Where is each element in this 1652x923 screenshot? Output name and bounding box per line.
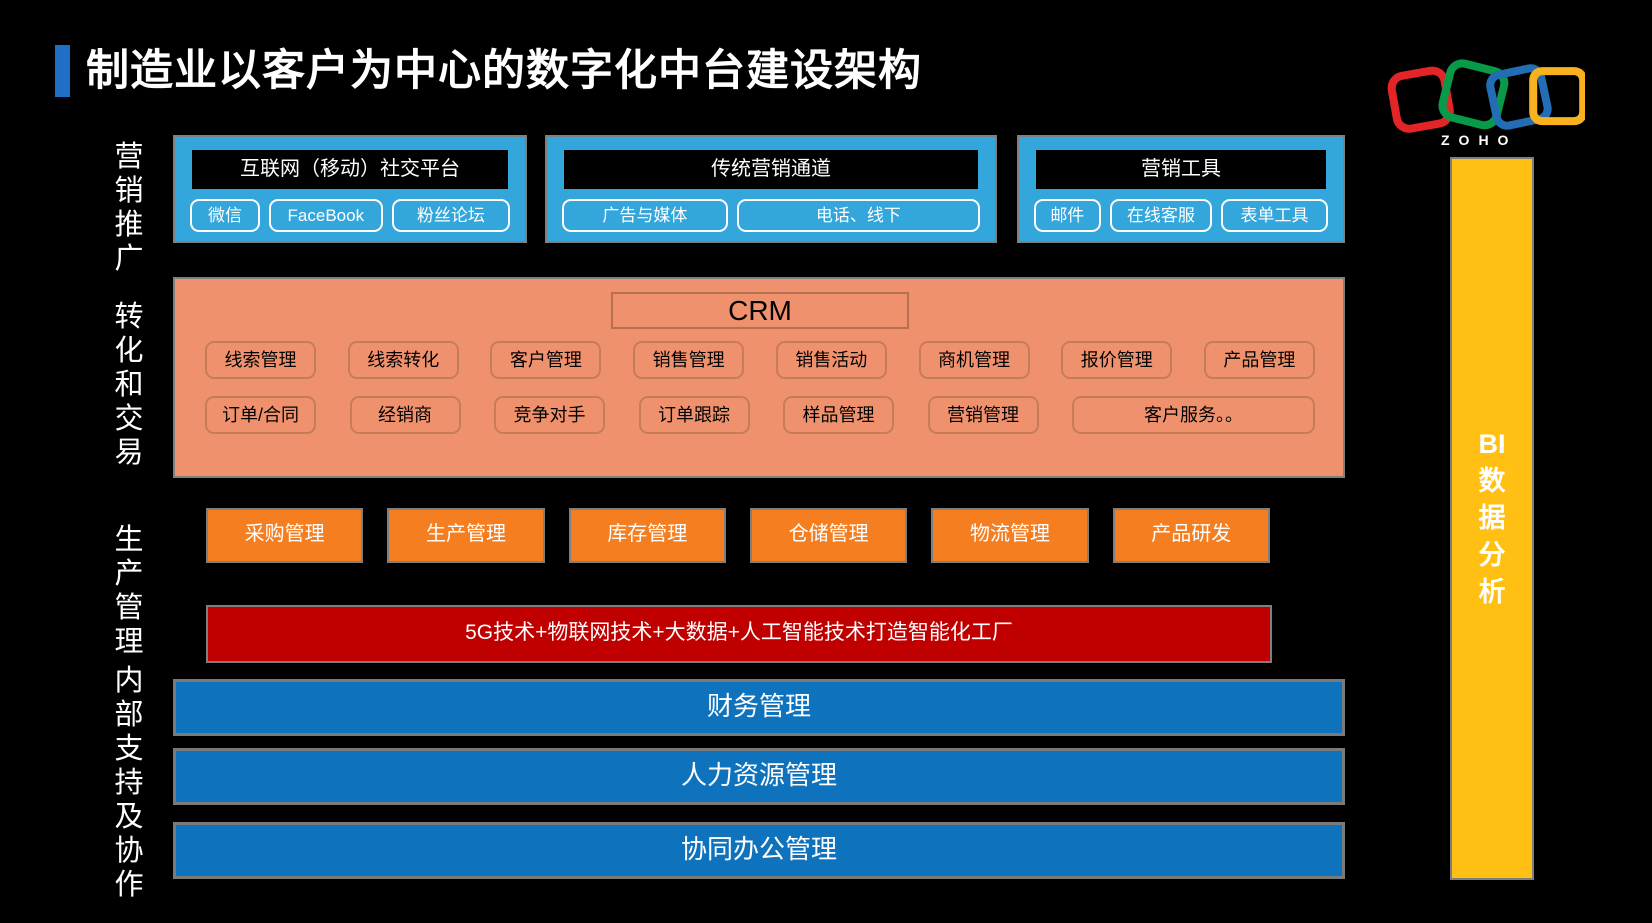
production-management-box: 生产管理	[387, 508, 545, 563]
zoho-wordmark: ZOHO	[1441, 132, 1518, 148]
crm-customer-management: 客户管理	[490, 341, 602, 379]
traditional-channel-items: 广告与媒体 电话、线下	[562, 199, 980, 232]
finance-management-bar: 财务管理	[173, 679, 1345, 736]
social-platform-box: 互联网（移动）社交平台 微信 FaceBook 粉丝论坛	[173, 135, 527, 243]
warehouse-management-box: 仓储管理	[749, 508, 908, 563]
stage-label-marketing: 营销推广	[114, 141, 144, 275]
traditional-channel-header: 传统营销通道	[564, 150, 978, 189]
crm-row-2: 订单/合同 经销商 竞争对手 订单跟踪 样品管理 营销管理 客户服务。。	[205, 396, 1315, 434]
zoho-logo: ZOHO	[1385, 56, 1585, 156]
crm-title: CRM	[611, 292, 909, 329]
crm-sample-management: 样品管理	[783, 396, 894, 434]
marketing-tools-header: 营销工具	[1036, 150, 1326, 189]
crm-opportunity-management: 商机管理	[918, 341, 1030, 379]
marketing-tools-box: 营销工具 邮件 在线客服 表单工具	[1017, 135, 1345, 243]
stage-label-internal-support: 内部支持及协作	[114, 665, 144, 901]
crm-product-management: 产品管理	[1203, 341, 1315, 379]
inventory-management-box: 库存管理	[568, 508, 726, 563]
crm-distributor: 经销商	[349, 396, 461, 434]
title-accent-bar	[55, 45, 70, 97]
crm-marketing-management: 营销管理	[927, 396, 1039, 434]
traditional-channel-box: 传统营销通道 广告与媒体 电话、线下	[545, 135, 997, 243]
chip-fan-forum: 粉丝论坛	[391, 199, 510, 232]
chip-form-tools: 表单工具	[1221, 199, 1328, 232]
zoho-logo-icon	[1387, 59, 1585, 133]
crm-row-1: 线索管理 线索转化 客户管理 销售管理 销售活动 商机管理 报价管理 产品管理	[205, 341, 1315, 379]
product-rd-box: 产品研发	[1112, 508, 1270, 563]
chip-live-chat: 在线客服	[1109, 199, 1213, 232]
crm-order-tracking: 订单跟踪	[638, 396, 750, 434]
marketing-tools-items: 邮件 在线客服 表单工具	[1034, 199, 1328, 232]
chip-email: 邮件	[1034, 199, 1101, 232]
collaboration-office-bar: 协同办公管理	[173, 822, 1345, 879]
crm-lead-conversion: 线索转化	[347, 341, 459, 379]
social-platform-header: 互联网（移动）社交平台	[192, 150, 508, 189]
crm-sales-activity: 销售活动	[775, 341, 887, 379]
production-row: 采购管理 生产管理 库存管理 仓储管理 物流管理 产品研发	[206, 508, 1270, 563]
crm-competitor: 竞争对手	[494, 396, 605, 434]
procurement-management-box: 采购管理	[206, 508, 364, 563]
logistics-management-box: 物流管理	[931, 508, 1089, 563]
crm-lead-management: 线索管理	[205, 341, 316, 379]
social-platform-items: 微信 FaceBook 粉丝论坛	[190, 199, 510, 232]
hr-management-bar: 人力资源管理	[173, 748, 1345, 805]
chip-phone-offline: 电话、线下	[736, 199, 980, 232]
chip-facebook: FaceBook	[268, 199, 383, 232]
page-title: 制造业以客户为中心的数字化中台建设架构	[86, 47, 922, 95]
chip-wechat: 微信	[190, 199, 260, 232]
crm-sales-management: 销售管理	[633, 341, 745, 379]
stage-label-conversion: 转化和交易	[114, 301, 144, 469]
crm-order-contract: 订单/合同	[205, 396, 316, 434]
chip-ads-media: 广告与媒体	[562, 199, 728, 232]
crm-quote-management: 报价管理	[1061, 341, 1173, 379]
crm-customer-service: 客户服务。。	[1072, 396, 1315, 434]
smart-factory-bar: 5G技术+物联网技术+大数据+人工智能技术打造智能化工厂	[206, 605, 1272, 663]
stage-label-production: 生产管理	[114, 524, 144, 658]
crm-box: CRM 线索管理 线索转化 客户管理 销售管理 销售活动 商机管理 报价管理 产…	[173, 277, 1345, 478]
